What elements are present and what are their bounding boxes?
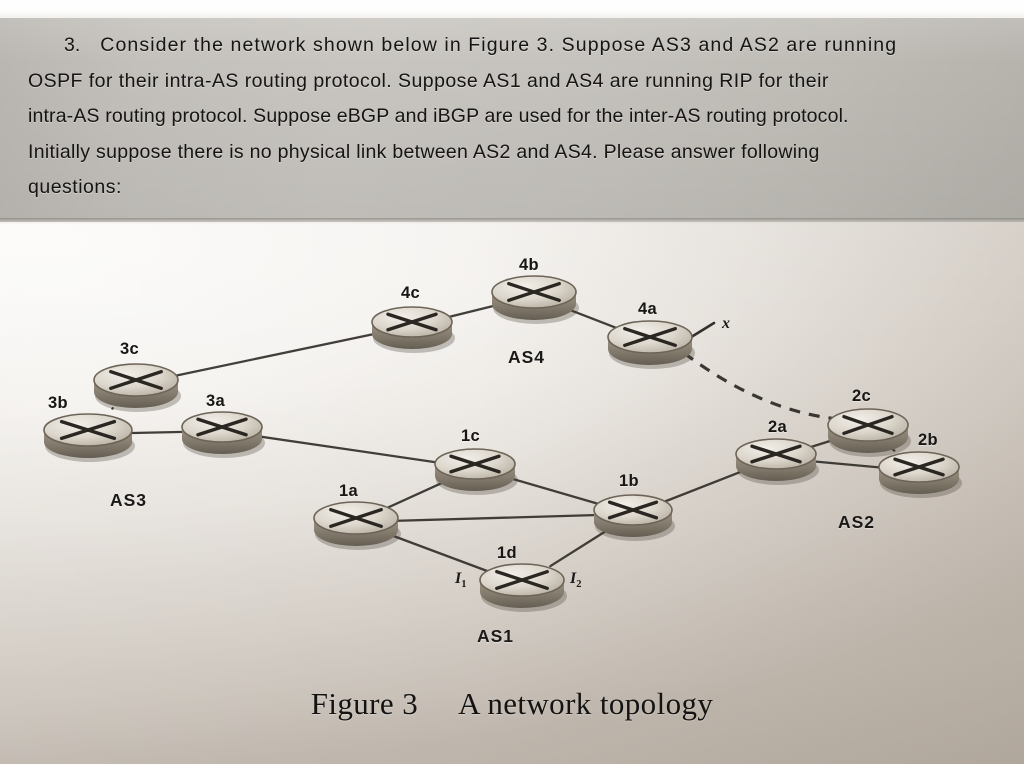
router-label-2a: 2a xyxy=(768,418,787,436)
router-arrow-icon xyxy=(109,369,163,391)
question-line-1: 3. Consider the network shown below in Fi… xyxy=(28,28,996,64)
router-arrow-icon xyxy=(842,414,894,436)
link-1b-2a xyxy=(660,468,748,504)
router-label-4a: 4a xyxy=(638,300,657,318)
router-label-2c: 2c xyxy=(852,387,871,405)
router-label-1c: 1c xyxy=(461,427,480,445)
router-2b xyxy=(878,451,962,498)
question-line-5: questions: xyxy=(28,176,122,198)
routers-layer xyxy=(43,275,962,612)
link-1c-1a xyxy=(385,480,448,510)
router-1c xyxy=(434,448,518,495)
figure-caption: Figure 3 A network topology xyxy=(0,686,1024,722)
router-label-4b: 4b xyxy=(519,256,539,274)
figure-caption-title: A network topology xyxy=(458,686,714,721)
link-3c-4c xyxy=(167,331,382,379)
router-arrow-icon xyxy=(59,419,117,441)
link-3b-3a xyxy=(122,430,192,435)
link-1a-1d xyxy=(386,532,492,574)
router-label-4c: 4c xyxy=(401,284,420,302)
question-line-4: Initially suppose there is no physical l… xyxy=(28,140,820,163)
link-4c-4b xyxy=(441,302,503,320)
router-2c xyxy=(827,408,911,457)
question-line-3: intra-AS routing protocol. Suppose eBGP … xyxy=(28,105,849,127)
link-4a-2c xyxy=(683,351,839,421)
link-1c-1b xyxy=(504,475,605,507)
router-label-3a: 3a xyxy=(206,392,225,410)
link-4b-4a xyxy=(564,307,620,330)
as-label-as1: AS1 xyxy=(477,626,515,646)
question-line-2: OSPF for their intra-AS routing protocol… xyxy=(28,69,829,92)
router-label-1d: 1d xyxy=(497,544,517,562)
router-label-1a: 1a xyxy=(339,482,358,500)
router-label-3b: 3b xyxy=(48,394,68,412)
link-label-l1: I1 xyxy=(455,570,467,591)
router-3c xyxy=(93,363,181,412)
as-label-as3: AS3 xyxy=(110,490,148,510)
link-1d-1b xyxy=(549,529,608,568)
router-4b xyxy=(491,275,579,324)
router-label-2b: 2b xyxy=(918,431,938,449)
router-1d xyxy=(479,563,567,612)
question-text-band xyxy=(0,18,1024,222)
router-3a xyxy=(181,411,265,458)
link-2c-2b xyxy=(891,448,896,452)
question-text: 3. Consider the network shown below in Fi… xyxy=(0,18,1024,222)
figure-caption-label: Figure 3 xyxy=(310,686,419,721)
as-label-as4: AS4 xyxy=(508,347,546,367)
router-arrow-icon xyxy=(507,281,561,303)
router-arrow-icon xyxy=(607,500,659,520)
photo-seam xyxy=(0,218,1024,224)
router-arrow-icon xyxy=(449,454,501,474)
router-arrow-icon xyxy=(750,444,802,464)
router-label-3c: 3c xyxy=(120,340,139,358)
as-label-as2: AS2 xyxy=(838,512,876,532)
router-4a xyxy=(607,320,695,369)
router-1a xyxy=(313,501,401,550)
question-number: 3. xyxy=(64,34,81,56)
router-2a xyxy=(735,438,819,485)
question-line-1-text: Consider the network shown below in Figu… xyxy=(100,34,898,56)
router-label-1b: 1b xyxy=(619,472,639,490)
link-3a-1c xyxy=(252,434,445,465)
router-arrow-icon xyxy=(893,457,945,477)
link-2a-2b xyxy=(806,459,889,470)
router-arrow-icon xyxy=(495,569,549,591)
router-arrow-icon xyxy=(623,326,677,348)
router-arrow-icon xyxy=(329,507,383,529)
router-arrow-icon xyxy=(196,417,248,437)
link-label-l2: I2 xyxy=(570,570,582,591)
router-arrow-icon xyxy=(386,312,438,332)
link-1a-1b xyxy=(388,513,603,523)
router-4c xyxy=(371,306,455,353)
router-1b xyxy=(593,494,675,541)
topology-svg xyxy=(43,275,962,612)
router-3b xyxy=(43,413,135,462)
page-top-margin xyxy=(0,0,1024,18)
x-marker-label: x xyxy=(722,315,730,332)
